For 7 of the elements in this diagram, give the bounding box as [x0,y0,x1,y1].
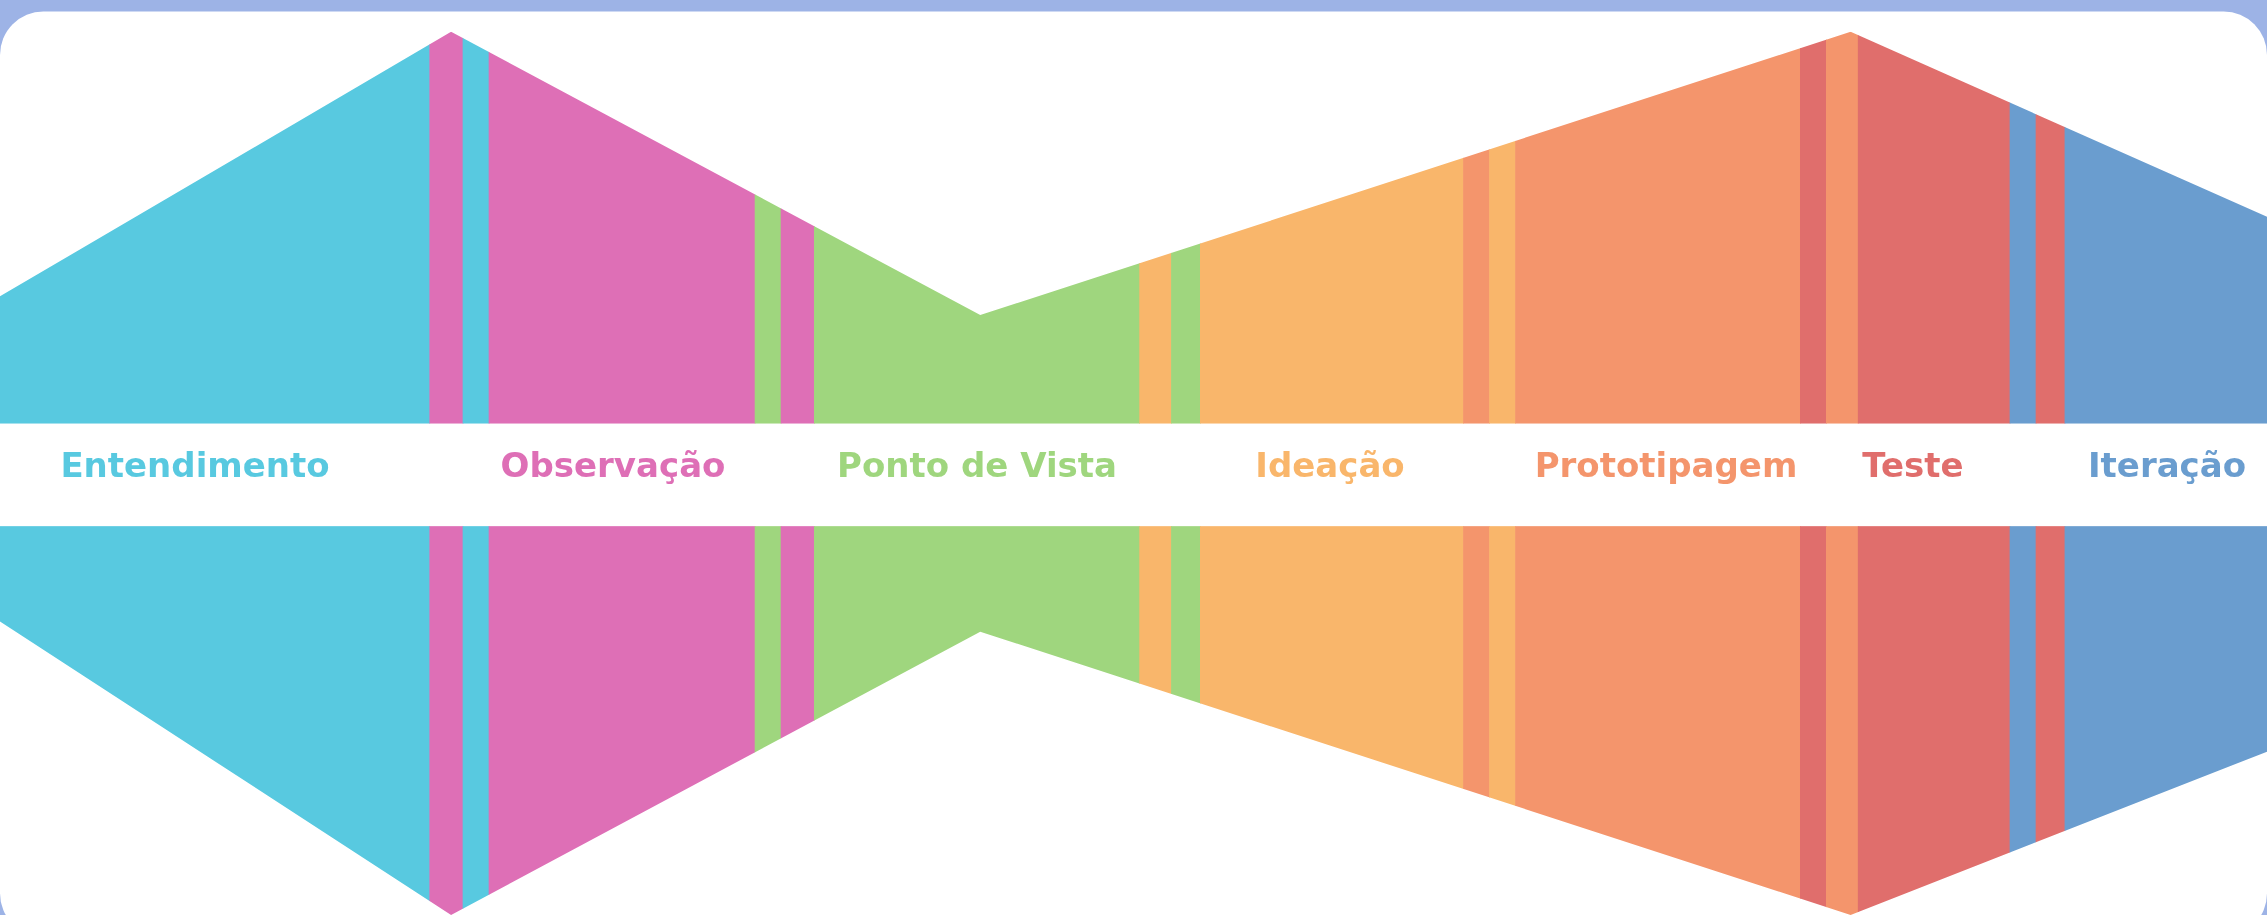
stage-label: Observação [500,444,726,487]
stage-label: Iteração [2087,444,2247,487]
stage-label: Entendimento [60,444,330,487]
stage-label: Teste [1862,444,1964,487]
stage-label: Ideação [1255,444,1405,487]
stage-label: Prototipagem [1534,444,1798,487]
stage-label: Ponto de Vista [837,444,1117,487]
